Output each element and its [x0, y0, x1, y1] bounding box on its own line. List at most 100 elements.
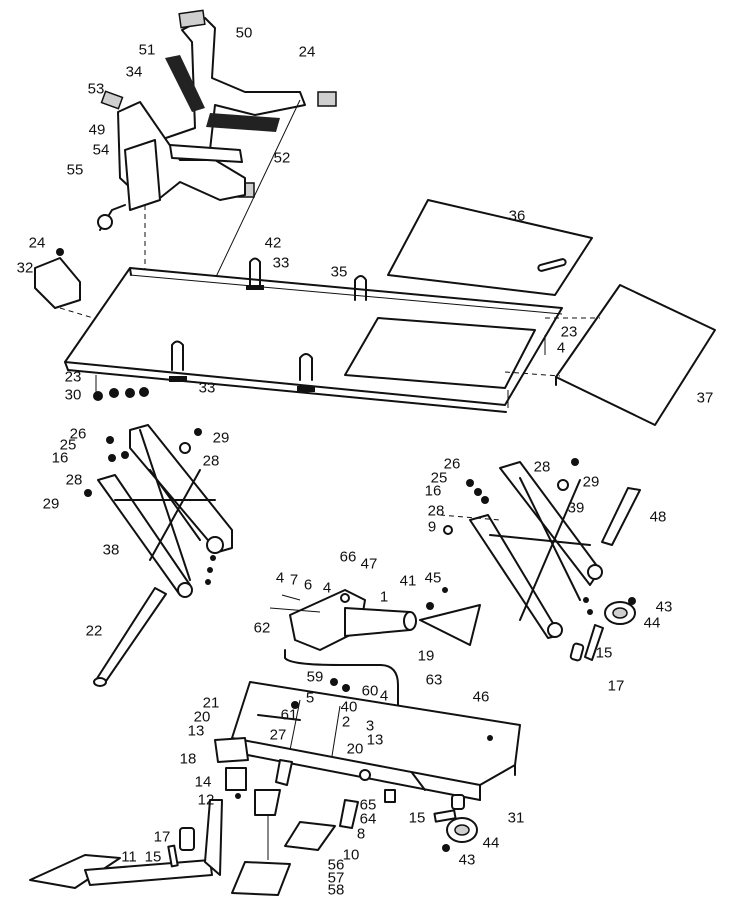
saddle-19 [419, 604, 481, 646]
callout-c47: 47 [361, 556, 378, 573]
scissor-arm-38 [84, 424, 233, 598]
callout-c29b: 29 [43, 496, 60, 513]
callout-c55: 55 [67, 162, 84, 179]
ramp-37 [504, 284, 716, 426]
callout-c58: 58 [328, 882, 345, 899]
callout-c11: 11 [121, 849, 137, 866]
u-bolt-33-mid [299, 353, 313, 381]
callout-c66: 66 [340, 549, 357, 566]
callout-c21: 21 [203, 695, 220, 712]
callout-c44a: 44 [644, 615, 661, 632]
callout-c25b: 25 [431, 470, 448, 487]
callout-c8: 8 [357, 826, 365, 843]
callout-c32: 32 [17, 260, 34, 277]
bush-16 [108, 454, 116, 462]
bush-16-right [481, 496, 489, 504]
callout-c30: 30 [65, 387, 82, 404]
bolt-29-left [84, 489, 92, 497]
callout-c1: 1 [380, 589, 388, 606]
pin-45 [442, 587, 448, 593]
arm-39-roller [547, 622, 563, 638]
spring-61 [257, 714, 301, 721]
callout-c23a: 23 [65, 369, 82, 386]
u-bolt-33-left [171, 340, 184, 371]
bush-25-right [474, 488, 482, 496]
callout-c31: 31 [508, 810, 525, 827]
pin-47 [340, 593, 350, 603]
table-edge-front [67, 369, 507, 413]
bracket-leader [59, 307, 101, 321]
bracket-14 [225, 767, 247, 791]
chock-post [124, 139, 161, 211]
callout-c51: 51 [139, 42, 156, 59]
ramp-plate [555, 284, 716, 426]
end-cap-right [317, 91, 337, 107]
washer-59 [330, 678, 338, 686]
frame-rail-b [331, 705, 341, 757]
nut-c [297, 386, 315, 392]
pedal-pad [29, 854, 121, 889]
callout-c4b: 4 [323, 580, 331, 597]
wheel-hub-low [454, 824, 470, 836]
callout-c52: 52 [274, 150, 291, 167]
callout-c53: 53 [88, 81, 105, 98]
scissor-arm-39 [439, 458, 603, 639]
callout-c65: 65 [360, 797, 377, 814]
callout-c35: 35 [331, 264, 348, 281]
callout-c34: 34 [126, 64, 143, 81]
latch-assembly [214, 737, 249, 799]
callout-c24b: 24 [299, 44, 316, 61]
callout-c15c: 15 [409, 810, 426, 827]
chock-pad-51 [165, 55, 205, 112]
callout-c62: 62 [254, 620, 271, 637]
table-cutout [344, 317, 536, 389]
bush-26 [106, 436, 114, 444]
axle-15-low [433, 809, 457, 823]
hub-40 [359, 769, 371, 781]
arm-38-brace-b [139, 429, 191, 581]
pedal-arm [84, 859, 213, 886]
chock-frame-upper [159, 17, 306, 151]
nut-30d [139, 387, 149, 397]
callout-c2: 2 [342, 714, 350, 731]
callout-c46: 46 [473, 689, 490, 706]
bush-31 [451, 794, 465, 810]
table-edge-left [64, 361, 69, 371]
nut-30b [109, 388, 119, 398]
bush-17-low [179, 827, 195, 851]
leader-chock-pin [204, 99, 301, 301]
latch-18 [214, 737, 249, 763]
base-frame-top [231, 681, 521, 786]
callout-c43b: 43 [459, 852, 476, 869]
callout-c10: 10 [343, 847, 360, 864]
wheel-hub [612, 607, 628, 619]
wheel-44-upper [569, 597, 636, 662]
callout-c50: 50 [236, 25, 253, 42]
end-cap-left [100, 90, 124, 110]
callout-c56: 56 [328, 857, 345, 874]
pin-4-7 [281, 594, 301, 601]
plate-58 [231, 861, 291, 896]
callout-c44b: 44 [483, 835, 500, 852]
callout-c40: 40 [341, 699, 358, 716]
callout-c28d: 28 [428, 503, 445, 520]
callout-c9: 9 [428, 519, 436, 536]
callout-c28b: 28 [203, 453, 220, 470]
spacer-a [210, 555, 216, 561]
rod-6 [269, 607, 321, 613]
arm-39-cross-b [519, 479, 581, 621]
ramp-leader [504, 371, 561, 377]
callout-c24a: 24 [29, 235, 46, 252]
nut-30c [125, 388, 135, 398]
nut-b [169, 376, 187, 382]
pedal-11 [29, 789, 281, 889]
callout-c6: 6 [304, 577, 312, 594]
arm-39-brace [489, 534, 591, 546]
callout-c7: 7 [290, 572, 298, 589]
u-bolt-33-top [354, 275, 367, 301]
callout-c64: 64 [360, 811, 377, 828]
bolt-5 [291, 701, 299, 709]
arm-39-pivot [587, 564, 603, 580]
chock-bracket [169, 144, 243, 163]
